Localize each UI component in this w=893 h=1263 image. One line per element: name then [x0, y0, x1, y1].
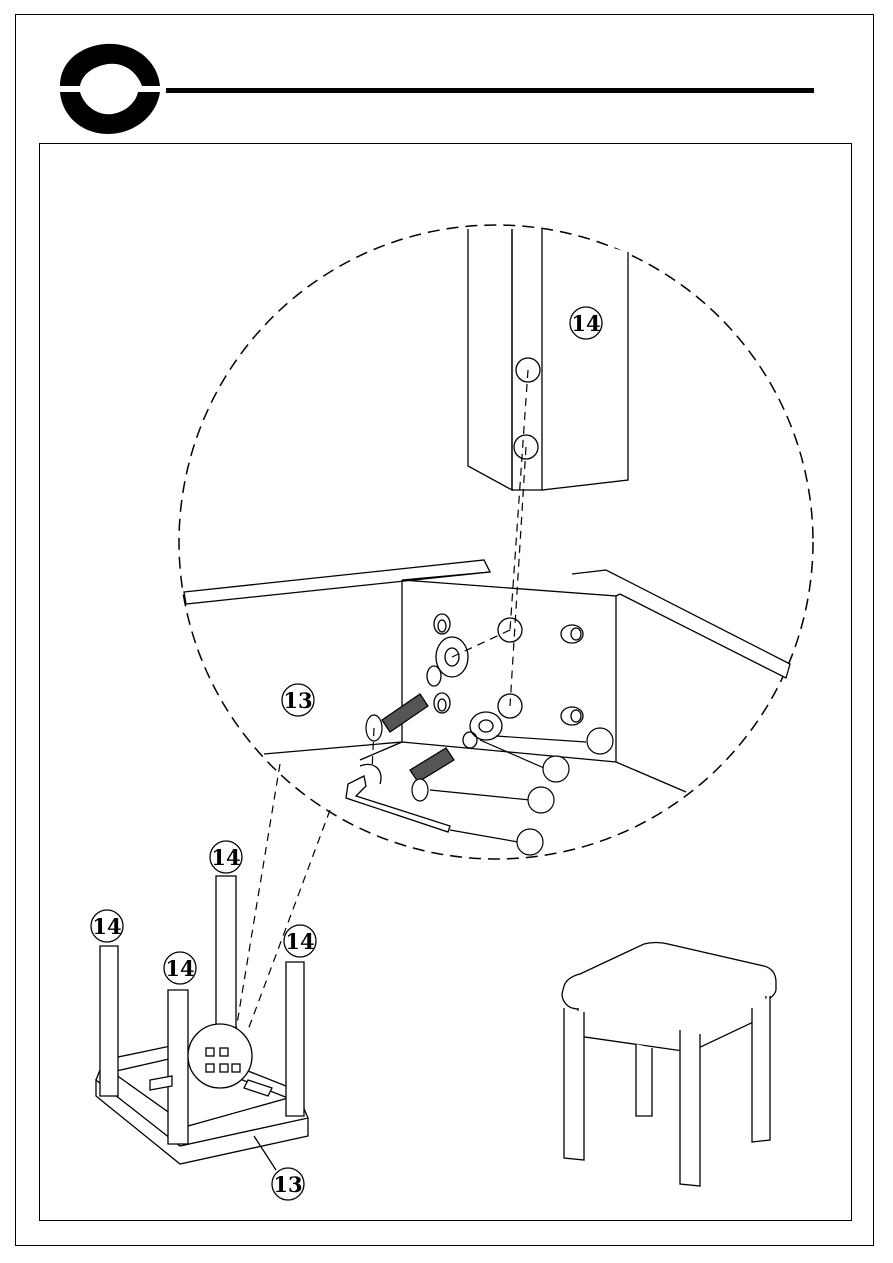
svg-text:14: 14: [92, 914, 121, 939]
callout-detail-frame: 13: [282, 684, 314, 716]
callout-leg-b: 14: [91, 910, 123, 942]
part-callout-allen-key: [517, 829, 543, 855]
part-callout-bolt-washer: [587, 728, 613, 754]
stool-finished-drawing: [562, 943, 776, 1187]
stool-inverted-drawing: [96, 876, 308, 1170]
part-callout-bolt: [528, 787, 554, 813]
allen-key-drawing: [346, 764, 450, 832]
svg-text:14: 14: [165, 956, 194, 981]
callout-leg-a: 14: [210, 841, 242, 873]
callout-leg-c: 14: [284, 925, 316, 957]
callout-detail-leg: 14: [570, 307, 602, 339]
detail-leg-drawing: [468, 229, 628, 490]
svg-text:14: 14: [285, 929, 314, 954]
svg-text:14: 14: [571, 311, 600, 336]
callout-base-frame: 13: [272, 1168, 304, 1200]
svg-text:13: 13: [283, 688, 312, 713]
svg-text:14: 14: [211, 845, 240, 870]
part-callout-spring-washer: [543, 756, 569, 782]
callout-leg-d: 14: [164, 952, 196, 984]
detail-frame-drawing: [184, 560, 790, 792]
svg-text:13: 13: [273, 1172, 302, 1197]
